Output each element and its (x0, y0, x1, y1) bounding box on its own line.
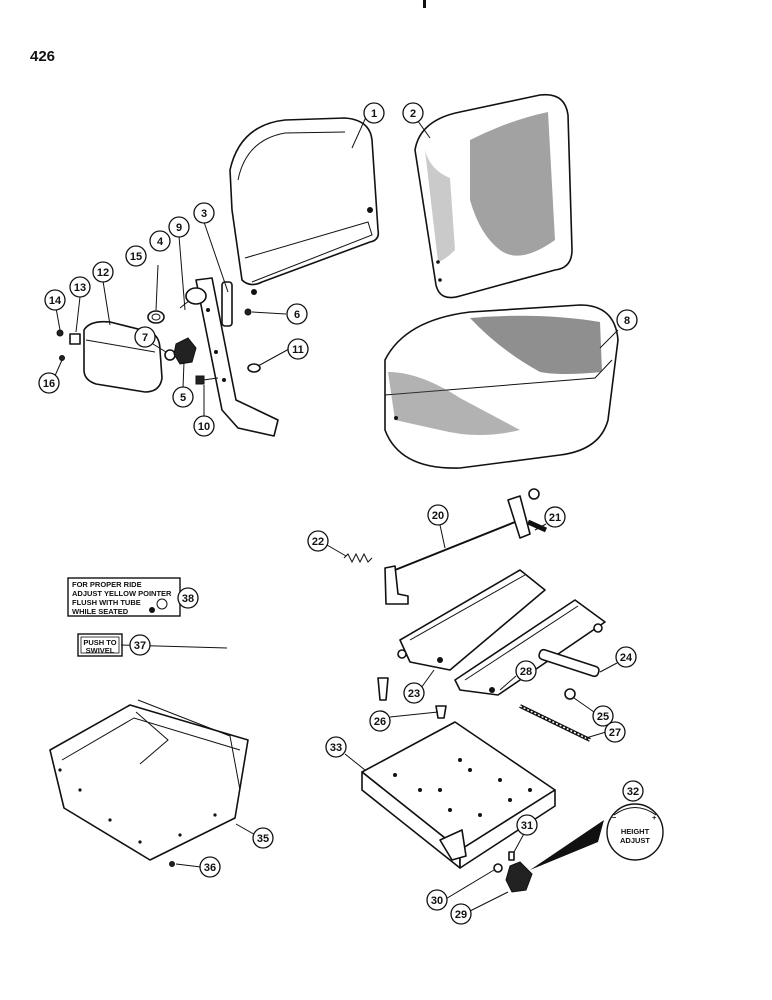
svg-text:16: 16 (43, 378, 55, 390)
svg-text:31: 31 (521, 820, 533, 832)
callout-24: 24 (615, 646, 637, 668)
height-adjust-plus: + (652, 813, 657, 822)
height-adjust-minus: − (612, 813, 617, 822)
callout-10: 10 (193, 415, 215, 437)
svg-text:24: 24 (620, 652, 633, 664)
shaft (519, 704, 591, 742)
swivel-decal-line-1: PUSH TO (83, 638, 116, 647)
callout-15: 15 (125, 245, 147, 267)
callout-5: 5 (172, 386, 194, 408)
callout-38: 38 (177, 587, 199, 609)
svg-text:9: 9 (176, 222, 182, 234)
height-adjust-knob (493, 820, 604, 893)
svg-text:7: 7 (142, 332, 148, 344)
svg-text:20: 20 (432, 510, 444, 522)
callout-27: 27 (604, 721, 626, 743)
svg-text:32: 32 (627, 786, 639, 798)
ride-decal-line-4: WHILE SEATED (72, 607, 129, 616)
callout-26: 26 (369, 710, 391, 732)
svg-text:37: 37 (134, 640, 146, 652)
armrest-bracket (195, 277, 279, 437)
callout-25: 25 (592, 705, 614, 727)
callout-28: 28 (515, 660, 537, 682)
height-adjust-line-2: ADJUST (620, 836, 650, 845)
callout-36: 36 (199, 856, 221, 878)
bolt-2 (435, 705, 447, 719)
ride-decal-line-1: FOR PROPER RIDE (72, 580, 142, 589)
height-adjust-decal: − + HEIGHT ADJUST (606, 803, 664, 861)
callout-37: 37 (129, 634, 151, 656)
callout-23: 23 (403, 682, 425, 704)
bolt (377, 677, 389, 701)
svg-text:30: 30 (431, 895, 443, 907)
slide-rail (384, 488, 548, 605)
seat-back-cushion (414, 93, 573, 299)
callout-13: 13 (69, 276, 91, 298)
svg-text:12: 12 (97, 267, 109, 279)
callout-4: 4 (149, 230, 171, 252)
callout-11: 11 (287, 338, 309, 360)
svg-text:33: 33 (330, 742, 342, 754)
svg-text:26: 26 (374, 716, 386, 728)
svg-text:2: 2 (410, 108, 416, 120)
callout-30: 30 (426, 889, 448, 911)
svg-text:11: 11 (292, 344, 304, 356)
callout-9: 9 (168, 216, 190, 238)
swivel-decal: PUSH TO SWIVEL (77, 633, 123, 657)
callout-31: 31 (516, 814, 538, 836)
callout-20: 20 (427, 504, 449, 526)
svg-text:8: 8 (624, 315, 630, 327)
seat-back-frame (229, 117, 380, 295)
callout-29: 29 (450, 903, 472, 925)
callout-3: 3 (193, 202, 215, 224)
callout-7: 7 (134, 326, 156, 348)
svg-text:3: 3 (201, 208, 207, 220)
callout-16: 16 (38, 372, 60, 394)
callout-1: 1 (363, 102, 385, 124)
base-plate (361, 721, 556, 869)
callout-33: 33 (325, 736, 347, 758)
svg-text:15: 15 (130, 251, 142, 263)
callout-35: 35 (252, 827, 274, 849)
svg-text:36: 36 (204, 862, 216, 874)
svg-text:4: 4 (157, 236, 164, 248)
callout-21: 21 (544, 506, 566, 528)
callout-22: 22 (307, 530, 329, 552)
svg-text:5: 5 (180, 392, 186, 404)
svg-text:21: 21 (549, 512, 561, 524)
callout-8: 8 (616, 309, 638, 331)
callout-2: 2 (402, 102, 424, 124)
screw (169, 861, 175, 867)
callout-14: 14 (44, 289, 66, 311)
spring (343, 552, 373, 564)
suspension-arms (397, 569, 606, 696)
callout-32: 32 (622, 780, 644, 802)
swivel-decal-line-2: SWIVEL (86, 646, 115, 655)
seat-cushion (384, 304, 619, 469)
ride-adjust-decal: FOR PROPER RIDE ADJUST YELLOW POINTER FL… (67, 577, 181, 617)
svg-text:6: 6 (294, 309, 300, 321)
svg-text:13: 13 (74, 282, 86, 294)
svg-text:22: 22 (312, 536, 324, 548)
svg-text:10: 10 (198, 421, 210, 433)
page-number: 426 (30, 48, 56, 65)
svg-text:35: 35 (257, 833, 269, 845)
svg-text:25: 25 (597, 711, 609, 723)
svg-text:23: 23 (408, 688, 420, 700)
link (538, 648, 600, 678)
ride-decal-line-2: ADJUST YELLOW POINTER (72, 589, 172, 598)
svg-text:28: 28 (520, 666, 532, 678)
svg-text:27: 27 (609, 727, 621, 739)
svg-text:29: 29 (455, 909, 467, 921)
svg-text:1: 1 (371, 108, 377, 120)
height-adjust-line-1: HEIGHT (621, 827, 650, 836)
callout-6: 6 (286, 303, 308, 325)
nut (564, 688, 576, 700)
callout-12: 12 (92, 261, 114, 283)
seat-skirt (49, 699, 249, 861)
svg-text:14: 14 (49, 295, 62, 307)
svg-text:38: 38 (182, 593, 194, 605)
ride-decal-line-3: FLUSH WITH TUBE (72, 598, 141, 607)
